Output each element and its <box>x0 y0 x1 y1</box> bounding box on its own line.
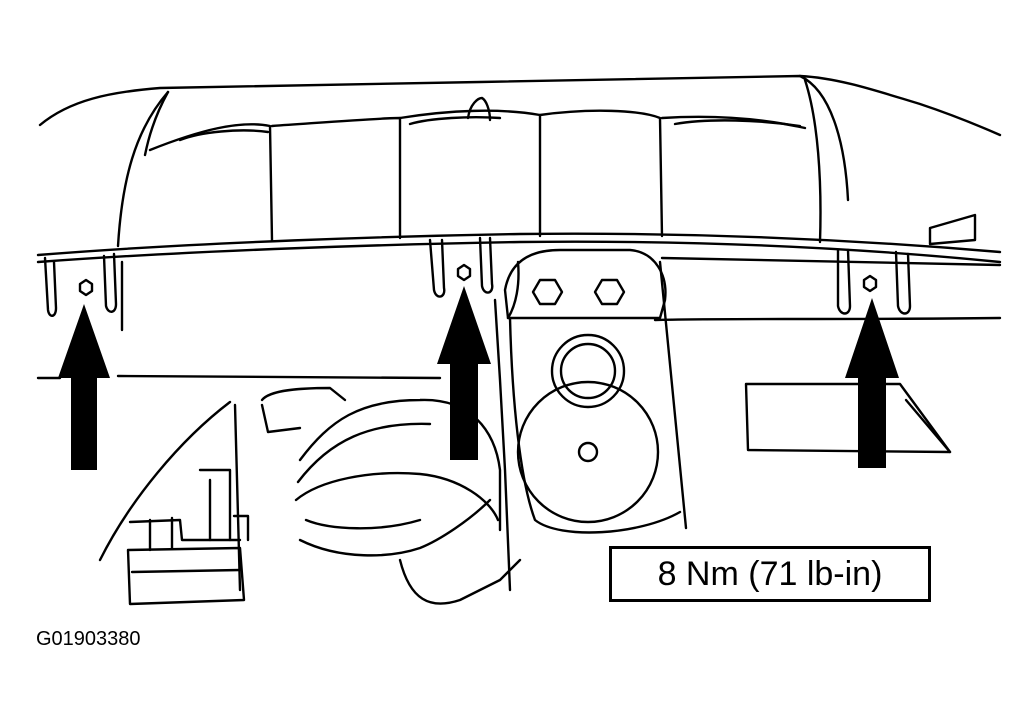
figure-id: G01903380 <box>36 628 141 650</box>
fasteners <box>78 263 878 297</box>
bolt-icon <box>593 278 626 306</box>
dash-shroud <box>38 74 1002 248</box>
arrow-up-icon <box>437 286 491 460</box>
shroud-lower-edge <box>36 232 1002 317</box>
panel-body <box>36 256 1002 530</box>
steering-column-area <box>98 298 522 605</box>
nut-icon <box>862 274 878 293</box>
nut-icon <box>78 278 94 297</box>
callout-arrows <box>58 286 899 470</box>
bolt-icon <box>531 278 564 306</box>
arrow-up-icon <box>58 304 110 470</box>
arrow-up-icon <box>845 298 899 468</box>
lower-left-module <box>126 468 250 606</box>
nut-icon <box>456 263 472 282</box>
torque-spec-label: 8 Nm (71 lb-in) <box>609 546 931 602</box>
mounting-bracket <box>503 248 682 534</box>
